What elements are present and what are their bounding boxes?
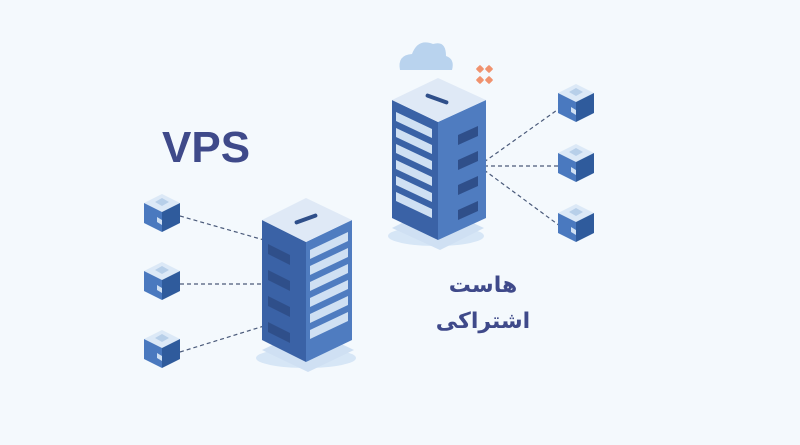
server-icon bbox=[388, 78, 486, 250]
cube-node-icon bbox=[558, 144, 594, 182]
sparkle-icon bbox=[476, 65, 493, 84]
shared-connectors bbox=[483, 107, 561, 227]
vps-title: VPS bbox=[162, 123, 251, 172]
cube-node-icon bbox=[144, 262, 180, 300]
server-icon bbox=[256, 198, 356, 372]
cube-node-icon bbox=[144, 194, 180, 232]
shared-hosting-title: هاست اشتراکی bbox=[435, 273, 531, 334]
cube-node-icon bbox=[558, 84, 594, 122]
cube-node-icon bbox=[558, 204, 594, 242]
vps-connectors bbox=[179, 215, 265, 353]
cube-node-icon bbox=[144, 330, 180, 368]
cloud-icon bbox=[399, 42, 453, 70]
